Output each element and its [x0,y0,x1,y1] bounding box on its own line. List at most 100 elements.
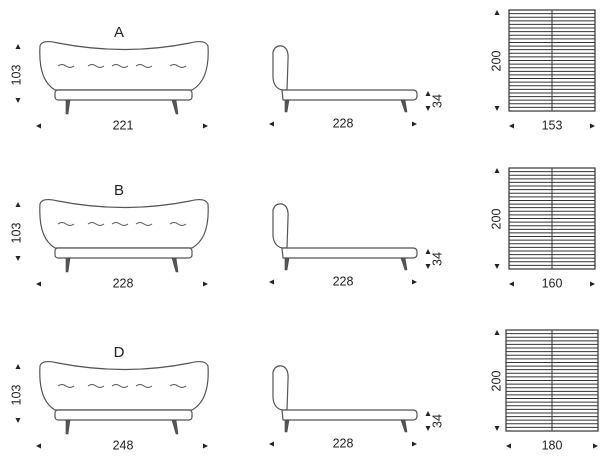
base-width-arrow-right-icon [593,443,598,449]
leg-front [284,99,290,113]
model-letter: D [114,344,125,361]
length-arrow-left-icon [269,121,274,127]
length-arrow-left-icon [269,279,274,285]
base-width-arrow-left-icon [509,123,514,129]
width-arrow-left-icon [36,123,41,129]
tufting-stitch [169,64,187,68]
length-arrow-right-icon [412,441,417,447]
base-width-value: 153 [542,118,563,132]
tufting-stitch [169,222,187,226]
rail-height-arrow-up-icon [425,411,431,416]
side-length-value: 228 [333,436,354,450]
length-arrow-right-icon [412,279,417,285]
width-arrow-left-icon [36,281,41,287]
height-arrow-up-icon [15,364,21,369]
front-view: B 103 228 [9,182,209,290]
tufting-stitch [169,384,187,388]
leg-front [284,419,290,433]
base-length-arrow-up-icon [494,168,500,173]
length-arrow-left-icon [269,441,274,447]
height-arrow-up-icon [15,202,21,207]
tufting-stitch [135,222,153,226]
side-height-value: 34 [430,414,444,428]
height-arrow-down-icon [15,98,21,103]
front-height-value: 103 [9,65,23,86]
base-length-arrow-down-icon [494,264,500,269]
height-arrow-down-icon [15,256,21,261]
slatted-base: 200 180 [489,329,599,452]
base-width-arrow-left-icon [506,443,511,449]
side-height-value: 34 [430,252,444,266]
bed-rail [281,409,418,421]
slatted-base: 200 153 [489,9,596,132]
leg-right [171,257,179,273]
rail-height-arrow-down-icon [425,106,431,111]
tufting-stitch [57,64,75,68]
bed-base [54,409,193,421]
side-view: 228 34 [269,365,444,450]
base-width-arrow-right-icon [590,281,595,287]
front-width-value: 228 [113,276,134,290]
base-width-arrow-right-icon [590,123,595,129]
leg-back [400,257,408,271]
headboard-side [272,45,289,91]
base-length-value: 200 [489,51,503,72]
side-length-value: 228 [333,116,354,130]
base-length-arrow-down-icon [494,426,500,431]
base-length-value: 200 [489,209,503,230]
tufting-stitch [87,64,105,68]
tufting-stitch [111,222,129,226]
tufting-stitch [111,64,129,68]
tufting-stitch [135,64,153,68]
model-letter: A [114,24,124,41]
leg-front [284,257,290,271]
base-width-arrow-left-icon [509,281,514,287]
base-length-arrow-down-icon [494,106,500,111]
width-arrow-right-icon [203,443,208,449]
model-letter: B [114,182,124,199]
width-arrow-right-icon [203,281,208,287]
tufting-stitch [87,384,105,388]
side-height-value: 34 [430,94,444,108]
leg-left [65,419,71,435]
front-view: A 103 221 [9,24,209,132]
front-height-value: 103 [9,385,23,406]
leg-left [65,99,71,115]
front-width-value: 248 [113,438,134,452]
side-length-value: 228 [333,274,354,288]
leg-back [400,99,408,113]
leg-right [171,419,179,435]
bed-base [54,89,193,101]
tufting-stitch [111,384,129,388]
bed-rail [281,89,418,101]
width-arrow-left-icon [36,443,41,449]
base-length-arrow-up-icon [494,330,500,335]
headboard-outline [39,40,209,91]
height-arrow-down-icon [15,418,21,423]
length-arrow-right-icon [412,121,417,127]
tufting-stitch [135,384,153,388]
headboard-side [272,203,289,249]
bed-base [54,247,193,259]
leg-left [65,257,71,273]
base-length-arrow-up-icon [494,10,500,15]
rail-height-arrow-down-icon [425,426,431,431]
tufting-stitch [57,222,75,226]
front-height-value: 103 [9,223,23,244]
headboard-outline [39,198,209,249]
rail-height-arrow-down-icon [425,264,431,269]
tufting-stitch [87,222,105,226]
base-length-value: 200 [489,371,503,392]
dimension-row-a: A 103 221 228 34 200 153 [9,9,596,132]
tufting-stitch [57,384,75,388]
leg-back [400,419,408,433]
leg-right [171,99,179,115]
side-view: 228 34 [269,203,444,288]
rail-height-arrow-up-icon [425,249,431,254]
front-width-value: 221 [113,118,134,132]
headboard-side [272,365,289,411]
base-width-value: 180 [542,438,563,452]
